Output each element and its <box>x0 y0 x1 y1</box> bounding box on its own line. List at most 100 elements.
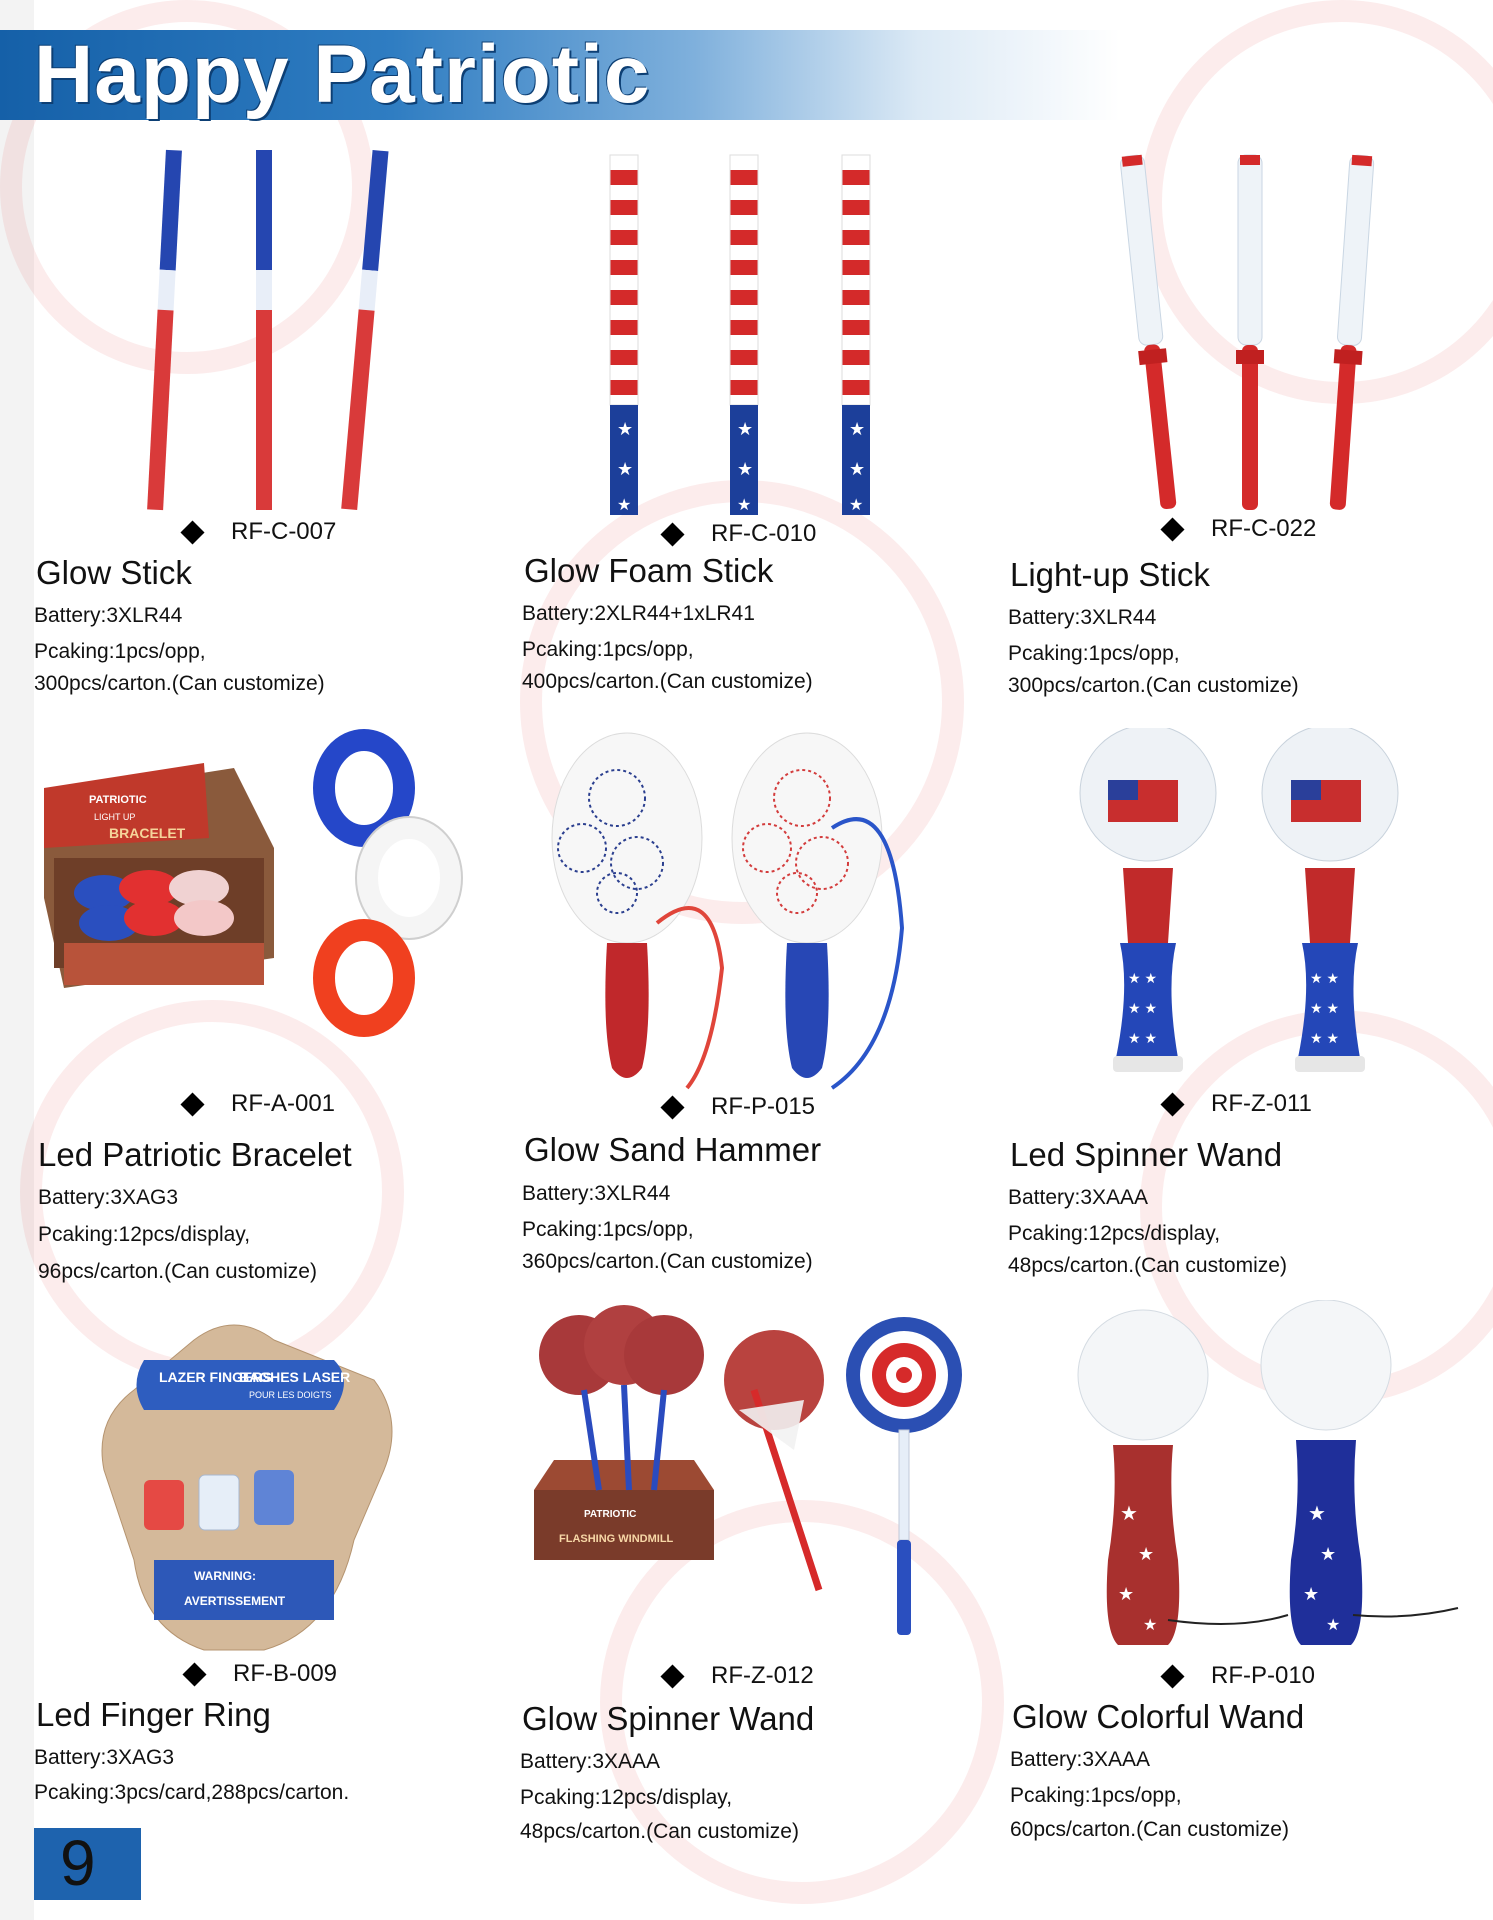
svg-text:★ ★: ★ ★ <box>1310 1000 1339 1016</box>
page-number-box <box>34 1828 141 1900</box>
product-packing-carton: 48pcs/carton.(Can customize) <box>520 1820 799 1843</box>
diamond-bullet-icon <box>182 1661 207 1687</box>
product-image-patriotic-bracelet: PATRIOTIC LIGHT UP BRACELET <box>44 729 463 1037</box>
product-battery: Battery:3XAAA <box>520 1750 661 1773</box>
product-packing: Pcaking:1pcs/opp, <box>1008 642 1180 665</box>
product-packing: Pcaking:12pcs/display, <box>38 1223 251 1246</box>
product-card: ★★★★ ★★★★ RF-P-010 Glow Colorful Wand Ba… <box>1008 1300 1478 1841</box>
product-battery: Battery:3XAAA <box>1010 1748 1151 1771</box>
product-name: Glow Stick <box>36 554 192 591</box>
header-banner <box>0 30 1120 120</box>
svg-text:★: ★ <box>737 459 753 479</box>
product-packing-carton: 48pcs/carton.(Can customize) <box>1008 1254 1287 1277</box>
svg-text:★: ★ <box>1118 1584 1134 1604</box>
card-label: LAZER FINGERS <box>159 1369 272 1385</box>
svg-text:★ ★: ★ ★ <box>1310 970 1339 986</box>
diamond-bullet-icon <box>1160 1091 1185 1117</box>
product-packing: Pcaking:1pcs/opp, <box>522 638 694 661</box>
svg-text:★: ★ <box>1320 1544 1336 1564</box>
code-row: RF-B-009 <box>182 1660 338 1688</box>
diamond-bullet-icon <box>660 1663 685 1689</box>
product-image-glow-stick <box>147 149 389 511</box>
product-packing: Pcaking:12pcs/display, <box>520 1786 733 1809</box>
left-margin-strip <box>0 0 34 1920</box>
product-code: RF-A-001 <box>231 1090 336 1117</box>
svg-text:★: ★ <box>617 419 633 439</box>
svg-text:★: ★ <box>1138 1544 1154 1564</box>
product-name: Glow Foam Stick <box>524 552 774 589</box>
code-row: RF-C-007 <box>180 518 337 546</box>
product-image-finger-ring-card: LAZER FINGERS BAGHES LASER POUR LES DOIG… <box>101 1324 393 1651</box>
diamond-bullet-icon <box>180 519 205 545</box>
diamond-bullet-icon <box>660 1094 685 1120</box>
product-battery: Battery:3XAG3 <box>38 1186 179 1209</box>
svg-text:★: ★ <box>849 497 863 514</box>
product-name: Led Finger Ring <box>36 1696 271 1733</box>
product-image-glow-spinner-wand: PATRIOTIC FLASHING WINDMILL <box>534 1305 962 1635</box>
product-card: RF-C-022 Light-up Stick Battery:3XLR44 P… <box>1008 140 1478 700</box>
product-battery: Battery:3XLR44 <box>522 1182 671 1205</box>
product-name: Glow Sand Hammer <box>524 1131 822 1168</box>
code-row: RF-P-010 <box>1160 1662 1316 1690</box>
svg-text:★: ★ <box>737 497 751 514</box>
product-card: ★ ★★ ★★ ★ ★ ★★ ★★ ★ RF-Z-011 Led Spinner… <box>1008 728 1478 1298</box>
code-row: RF-Z-011 <box>1160 1090 1312 1118</box>
svg-text:★: ★ <box>1120 1503 1138 1525</box>
product-packing: Pcaking:1pcs/opp, <box>34 640 206 663</box>
product-code: RF-Z-012 <box>711 1662 814 1689</box>
code-row: RF-P-015 <box>660 1093 816 1121</box>
svg-text:★: ★ <box>849 459 865 479</box>
diamond-bullet-icon <box>660 521 685 547</box>
box-label: BRACELET <box>109 825 186 841</box>
product-name: Light-up Stick <box>1010 556 1210 593</box>
box-label: FLASHING WINDMILL <box>559 1533 674 1545</box>
card-label: POUR LES DOIGTS <box>249 1390 332 1400</box>
product-code: RF-Z-011 <box>1211 1090 1312 1117</box>
product-packing: Pcaking:12pcs/display, <box>1008 1222 1221 1245</box>
svg-text:★: ★ <box>737 419 753 439</box>
product-code: RF-C-010 <box>711 520 817 547</box>
box-label: LIGHT UP <box>94 812 135 822</box>
code-row: RF-C-010 <box>660 520 817 548</box>
svg-text:★ ★: ★ ★ <box>1128 1000 1157 1016</box>
code-row: RF-C-022 <box>1160 515 1317 543</box>
product-packing-carton: 300pcs/carton.(Can customize) <box>1008 674 1299 697</box>
svg-text:★ ★: ★ ★ <box>1128 1030 1157 1046</box>
product-code: RF-B-009 <box>233 1660 338 1687</box>
product-card: ★★★ ★★★ ★★★ RF-C-010 Glow Foam Stick Bat… <box>522 140 982 700</box>
product-packing-carton: 360pcs/carton.(Can customize) <box>522 1250 813 1273</box>
svg-text:★: ★ <box>1303 1584 1319 1604</box>
svg-text:★: ★ <box>617 497 631 514</box>
product-battery: Battery:3XLR44 <box>34 604 183 627</box>
svg-text:★: ★ <box>849 419 865 439</box>
product-battery: Battery:3XLR44 <box>1008 606 1157 629</box>
product-packing-carton: 300pcs/carton.(Can customize) <box>34 672 325 695</box>
product-code: RF-P-015 <box>711 1093 816 1120</box>
card-label: BAGHES LASER <box>239 1369 350 1385</box>
product-code: RF-C-007 <box>231 518 337 545</box>
product-card: RF-C-007 Glow Stick Battery:3XLR44 Pcaki… <box>34 140 494 700</box>
product-image-glow-foam-stick: ★★★ ★★★ ★★★ <box>609 154 871 515</box>
product-image-sand-hammer <box>551 732 905 1090</box>
svg-text:★: ★ <box>1308 1503 1326 1525</box>
product-code: RF-P-010 <box>1211 1662 1316 1689</box>
product-image-light-up-stick <box>1120 154 1375 510</box>
svg-text:★ ★: ★ ★ <box>1128 970 1157 986</box>
product-image-colorful-wand: ★★★★ ★★★★ <box>1077 1300 1459 1645</box>
diamond-bullet-icon <box>1160 1663 1185 1689</box>
product-packing: Pcaking:3pcs/card,288pcs/carton. <box>34 1781 350 1804</box>
product-card: LAZER FINGERS BAGHES LASER POUR LES DOIG… <box>34 1300 494 1820</box>
product-packing-carton: 96pcs/carton.(Can customize) <box>38 1260 317 1283</box>
box-label: PATRIOTIC <box>89 794 147 806</box>
product-code: RF-C-022 <box>1211 515 1317 542</box>
product-name: Glow Colorful Wand <box>1012 1698 1305 1735</box>
product-card: RF-P-015 Glow Sand Hammer Battery:3XLR44… <box>522 728 982 1298</box>
svg-text:★ ★: ★ ★ <box>1310 1030 1339 1046</box>
card-label: WARNING: <box>194 1569 256 1583</box>
product-packing-carton: 400pcs/carton.(Can customize) <box>522 670 813 693</box>
product-name: Led Patriotic Bracelet <box>38 1136 352 1173</box>
box-label: PATRIOTIC <box>584 1509 636 1520</box>
svg-text:★: ★ <box>1326 1617 1340 1634</box>
product-card: PATRIOTIC FLASHING WINDMILL RF-Z-012 Glo… <box>514 1300 984 1843</box>
product-battery: Battery:2XLR44+1xLR41 <box>522 602 755 625</box>
